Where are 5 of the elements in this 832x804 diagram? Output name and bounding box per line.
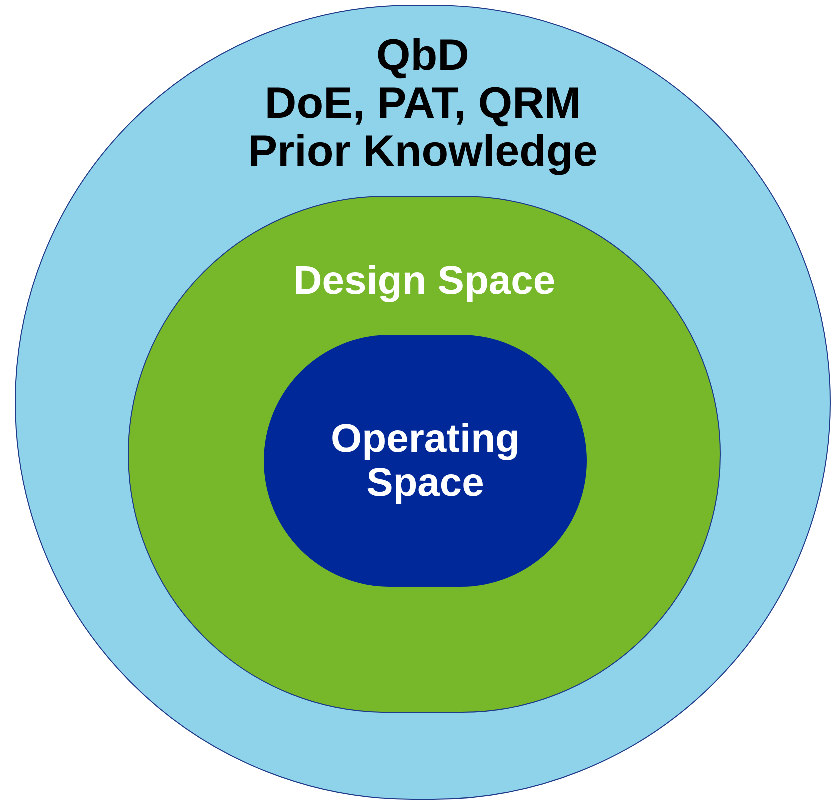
ellipse-label: Design Space: [293, 259, 556, 303]
circle-label: DoE, PAT, QRM: [264, 80, 582, 128]
circle-label: QbD: [376, 32, 470, 80]
ellipse-label: Operating Space: [330, 417, 521, 505]
circle-label: Prior Knowledge: [248, 128, 598, 176]
